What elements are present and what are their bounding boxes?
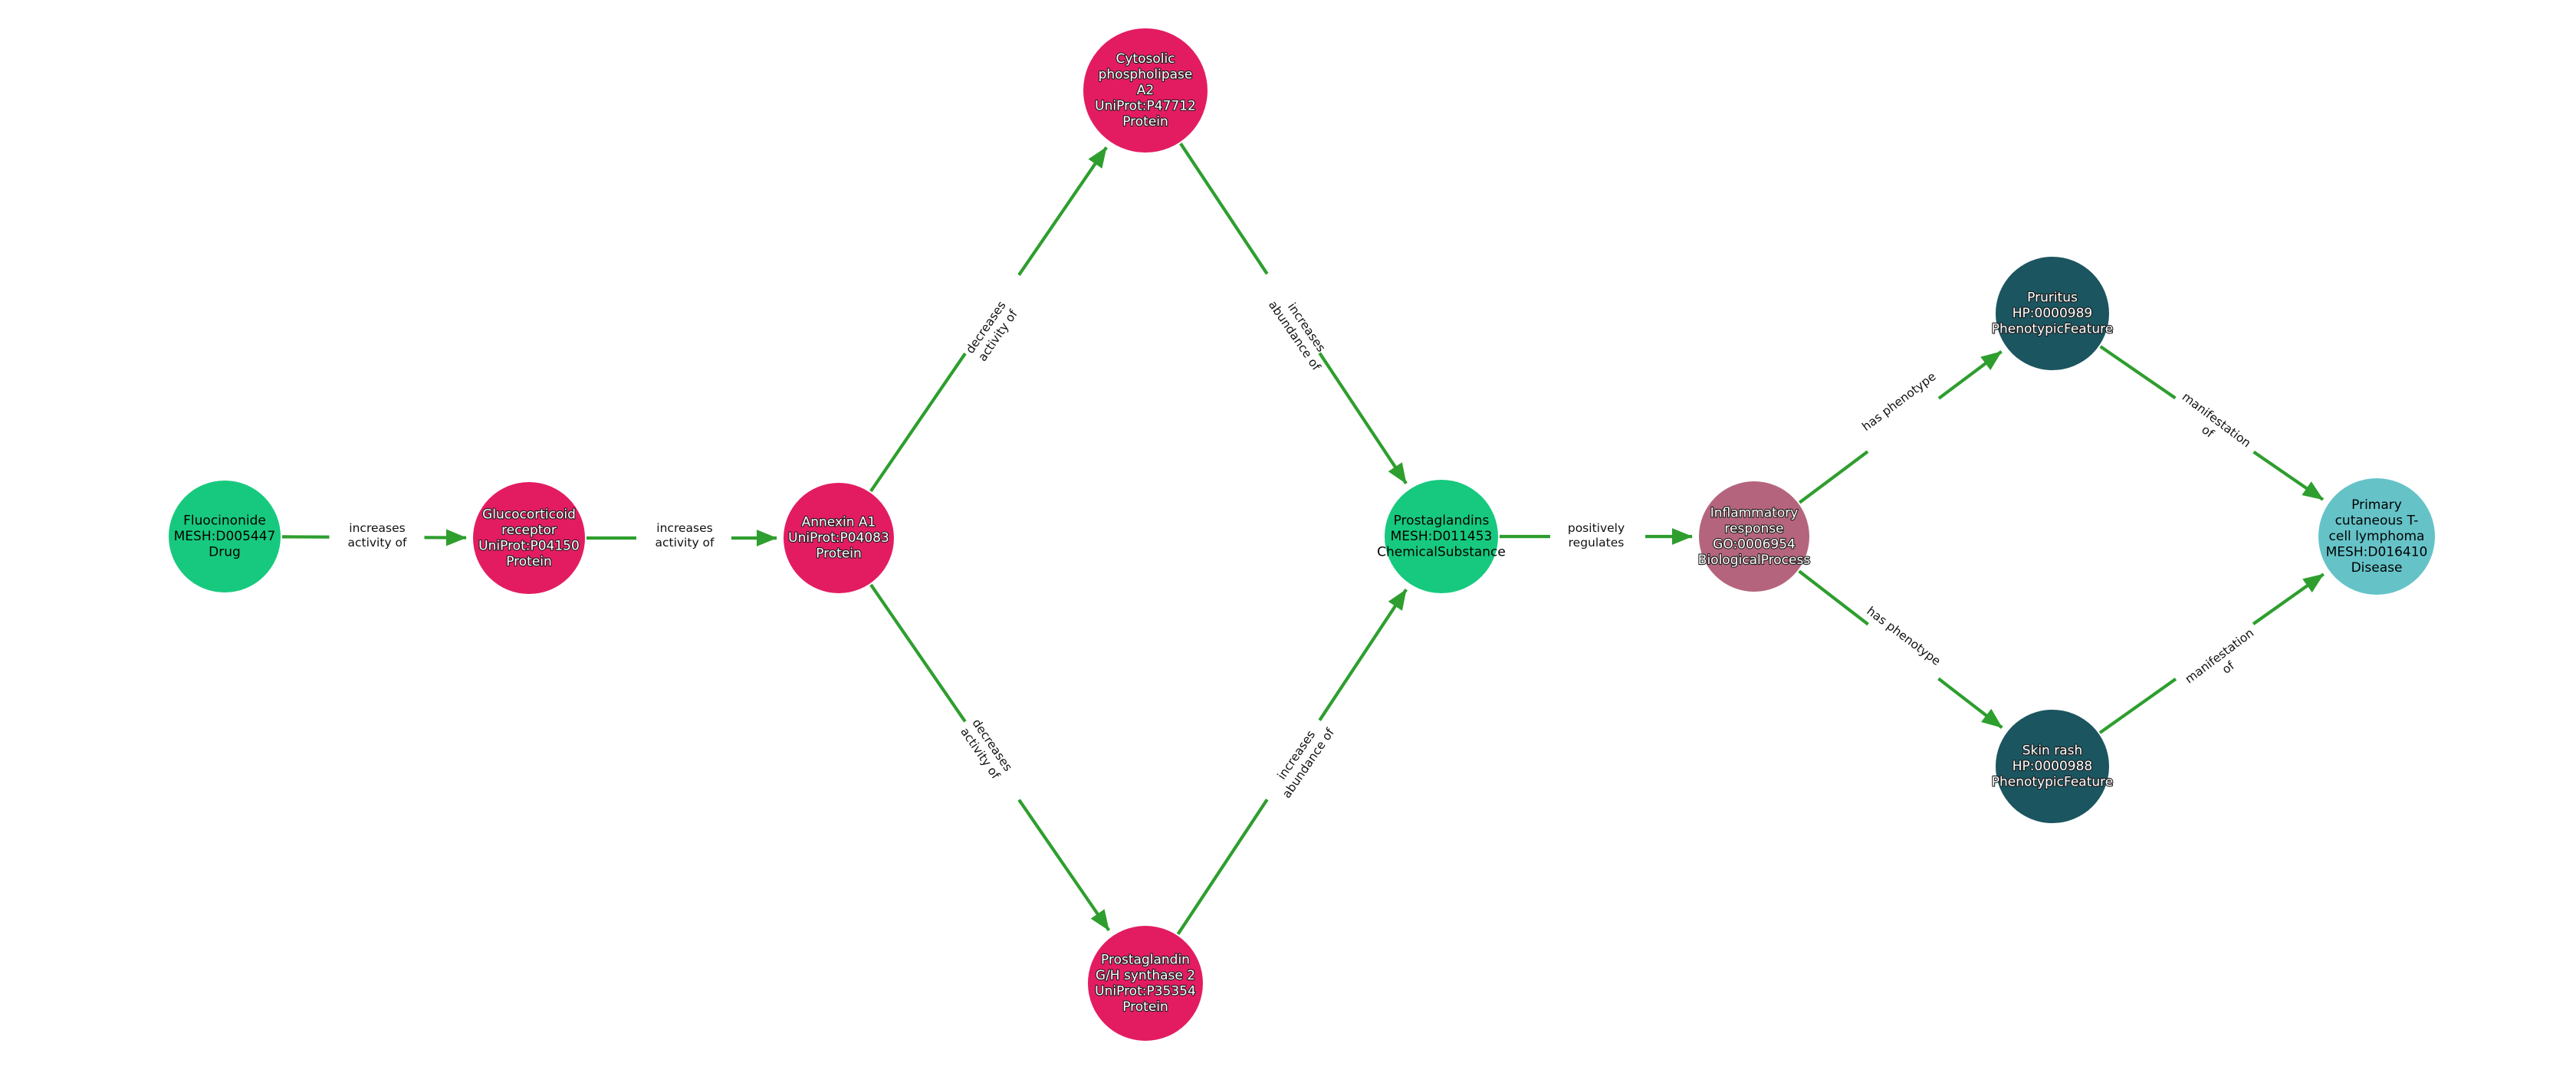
- node-circle-fluocinonide[interactable]: [169, 481, 281, 592]
- node-circle-annexin-a1[interactable]: [784, 483, 894, 593]
- edge-label-e3: decreasesactivity of: [963, 299, 1020, 365]
- edge-e11-segment-end: [2252, 573, 2325, 625]
- node-circle-prostaglandins[interactable]: [1385, 480, 1498, 593]
- edge-e4-segment-start: [1179, 143, 1269, 275]
- node-circle-pghs2[interactable]: [1088, 926, 1203, 1041]
- edge-label-e6: increasesabundance of: [1267, 717, 1337, 801]
- edge-e4-segment-end: [1318, 352, 1408, 484]
- edge-e3-segment-end: [1017, 146, 1108, 277]
- edge-label-e10: has phenotype: [1864, 604, 1943, 668]
- edge-e3-segment-start: [869, 352, 967, 493]
- node-circle-pctcl[interactable]: [2318, 478, 2435, 595]
- edge-e10-segment-start: [1798, 569, 1869, 626]
- edge-label-e11: manifestationof: [2183, 626, 2266, 698]
- edge-label-e9: manifestationof: [2170, 390, 2253, 462]
- edge-e8-segment-start: [1798, 450, 1869, 504]
- edge-e9-segment-start: [2099, 345, 2177, 400]
- edge-e5-segment-end: [1017, 799, 1111, 932]
- edge-e6-segment-end: [1318, 589, 1408, 721]
- edge-e6-segment-start: [1176, 799, 1269, 935]
- edge-label-e8: has phenotype: [1859, 369, 1938, 434]
- edge-e5-segment-start: [869, 583, 967, 723]
- edge-e10-segment-end: [1937, 677, 2003, 729]
- edge-e8-segment-end: [1937, 350, 2003, 400]
- node-circle-inflammatory-response[interactable]: [1699, 481, 1809, 592]
- edges-layer: [281, 143, 2325, 935]
- node-circle-skin-rash[interactable]: [1996, 710, 2109, 823]
- node-circle-pruritus[interactable]: [1996, 257, 2109, 370]
- edge-e9-segment-end: [2252, 450, 2325, 501]
- node-circle-cpla2[interactable]: [1083, 28, 1208, 153]
- node-circle-glucocorticoid-receptor[interactable]: [473, 482, 585, 594]
- edge-label-e5: decreasesactivity of: [958, 717, 1015, 783]
- edge-e11-segment-start: [2098, 678, 2177, 734]
